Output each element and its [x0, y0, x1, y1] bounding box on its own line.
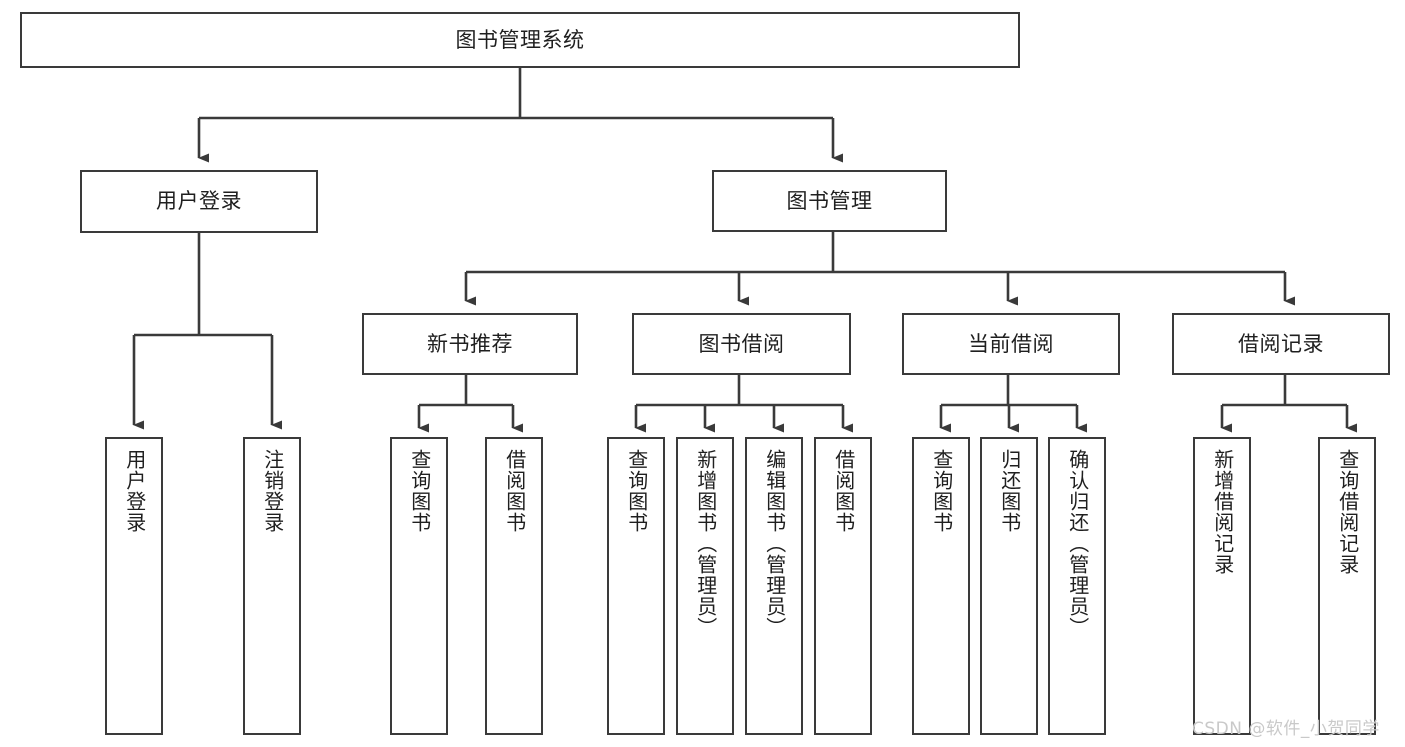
- node-leaf-current-query[interactable]: 查询图书: [912, 437, 970, 735]
- node-leaf-label: 借阅图书: [502, 449, 527, 533]
- node-leaf-new-book-borrow[interactable]: 借阅图书: [485, 437, 543, 735]
- node-leaf-label: 查询图书: [407, 449, 432, 533]
- node-leaf-user-login-login[interactable]: 用户登录: [105, 437, 163, 735]
- node-user-login-label: 用户登录: [156, 189, 242, 214]
- node-leaf-label: 注销登录: [260, 449, 285, 533]
- node-leaf-borrow-query[interactable]: 查询图书: [607, 437, 665, 735]
- node-leaf-borrow-add-book-admin[interactable]: 新增图书（管理员）: [676, 437, 734, 735]
- node-book-borrow[interactable]: 图书借阅: [632, 313, 851, 375]
- node-leaf-borrow-edit-book-admin[interactable]: 编辑图书（管理员）: [745, 437, 803, 735]
- csdn-watermark: CSDN @软件_小贺同学: [1192, 719, 1380, 739]
- node-current-borrow-label: 当前借阅: [968, 331, 1054, 356]
- node-leaf-label: 新增借阅记录: [1210, 449, 1235, 575]
- node-root-label: 图书管理系统: [455, 27, 585, 52]
- node-root-book-management-system[interactable]: 图书管理系统: [20, 12, 1020, 68]
- node-book-management-label: 图书管理: [786, 188, 873, 213]
- node-book-management[interactable]: 图书管理: [712, 170, 947, 232]
- node-leaf-label: 确认归还（管理员）: [1065, 449, 1090, 638]
- node-leaf-label: 归还图书: [997, 449, 1022, 533]
- node-leaf-current-confirm-return-admin[interactable]: 确认归还（管理员）: [1048, 437, 1106, 735]
- node-leaf-record-add[interactable]: 新增借阅记录: [1193, 437, 1251, 735]
- node-leaf-label: 查询图书: [624, 449, 649, 533]
- node-leaf-label: 查询图书: [929, 449, 954, 533]
- node-leaf-user-login-logout[interactable]: 注销登录: [243, 437, 301, 735]
- node-borrow-record[interactable]: 借阅记录: [1172, 313, 1390, 375]
- node-leaf-label: 借阅图书: [831, 449, 856, 533]
- node-new-book-recommend[interactable]: 新书推荐: [362, 313, 578, 375]
- node-new-book-recommend-label: 新书推荐: [427, 331, 513, 356]
- node-current-borrow[interactable]: 当前借阅: [902, 313, 1120, 375]
- node-leaf-label: 查询借阅记录: [1335, 449, 1360, 575]
- node-leaf-label: 用户登录: [122, 449, 147, 533]
- node-leaf-borrow-borrow-book[interactable]: 借阅图书: [814, 437, 872, 735]
- node-user-login[interactable]: 用户登录: [80, 170, 318, 233]
- node-leaf-current-return[interactable]: 归还图书: [980, 437, 1038, 735]
- node-book-borrow-label: 图书借阅: [698, 331, 785, 356]
- node-borrow-record-label: 借阅记录: [1238, 331, 1324, 356]
- node-leaf-label: 新增图书（管理员）: [693, 449, 718, 638]
- node-leaf-label: 编辑图书（管理员）: [762, 449, 787, 638]
- node-leaf-new-book-query[interactable]: 查询图书: [390, 437, 448, 735]
- node-leaf-record-query[interactable]: 查询借阅记录: [1318, 437, 1376, 735]
